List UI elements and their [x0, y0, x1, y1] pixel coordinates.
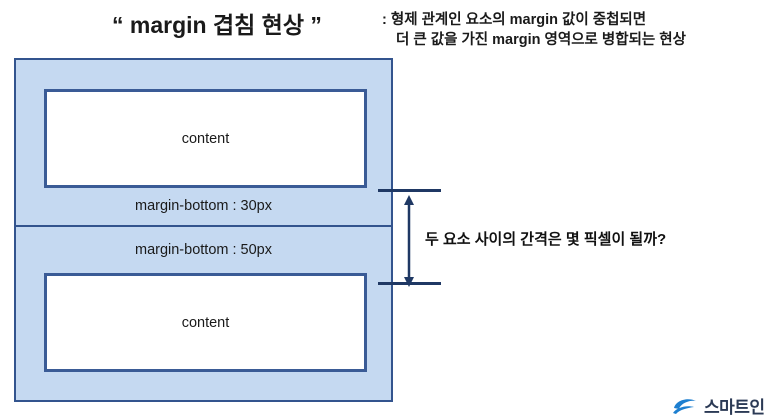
brand-logo: 스마트인: [672, 393, 765, 415]
page-subtitle: : 형제 관계인 요소의 margin 값이 중첩되면 더 큰 값을 가진 ma…: [382, 10, 686, 50]
subtitle-line-1: : 형제 관계인 요소의 margin 값이 중첩되면: [382, 12, 647, 28]
margin-bottom-label-top: margin-bottom : 30px: [134, 198, 272, 214]
content-box-bottom: content: [44, 273, 367, 372]
element-divider-line: [16, 225, 391, 227]
leader-line-top: [378, 189, 441, 192]
brand-logo-text: 스마트인: [704, 398, 765, 415]
subtitle-line-2: 더 큰 값을 가진 margin 영역으로 병합되는 현상: [396, 32, 686, 48]
margin-bottom-label-bottom: margin-bottom : 50px: [134, 242, 272, 258]
content-box-top: content: [44, 89, 367, 188]
content-box-top-label: content: [181, 130, 230, 147]
swoosh-icon: [673, 398, 696, 414]
content-box-bottom-label: content: [181, 314, 230, 331]
margin-collapse-diagram: content margin-bottom : 30px margin-bott…: [14, 58, 393, 402]
dimension-arrow-icon: [404, 195, 414, 287]
page-title: “ margin 겹침 현상 ”: [112, 12, 322, 38]
annotation-question: 두 요소 사이의 간격은 몇 픽셀이 될까?: [425, 231, 667, 248]
